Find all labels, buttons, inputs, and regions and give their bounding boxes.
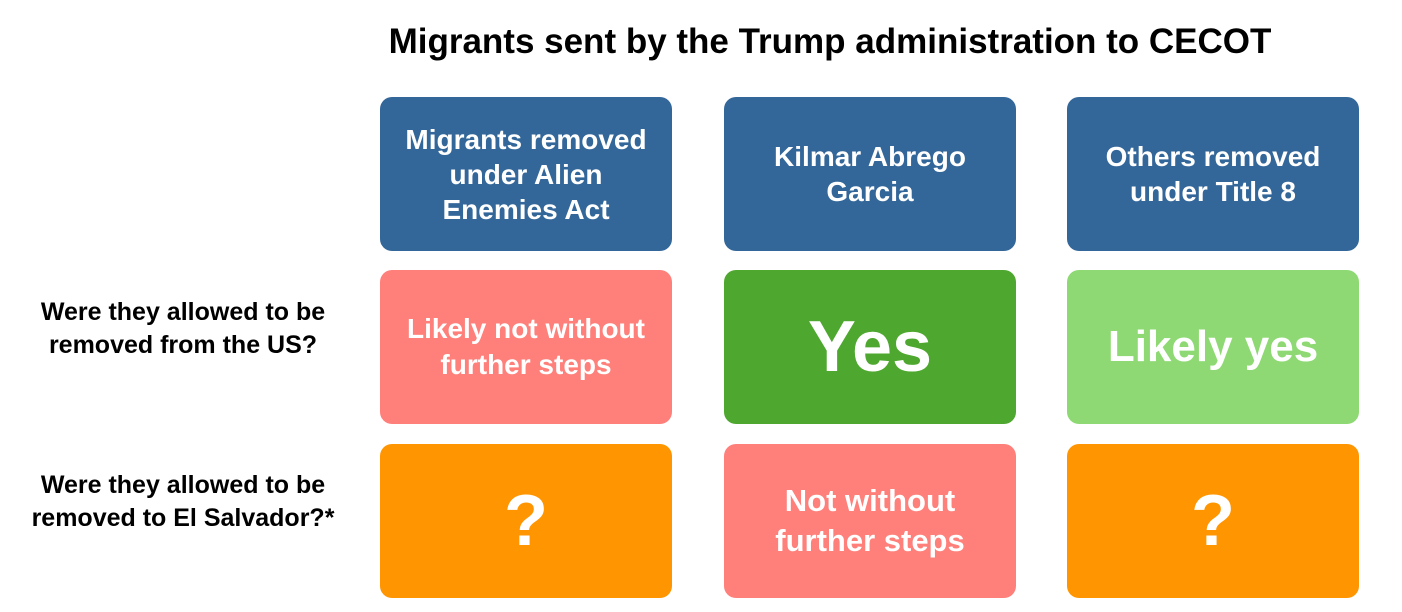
row-label-removed-from-us: Were they allowed to be removed from the… — [40, 298, 326, 359]
cell-text: Yes — [807, 307, 933, 387]
cell-kag-removed-from-us: Yes — [724, 270, 1016, 424]
cell-text: Likely yes — [1107, 322, 1319, 371]
cell-text: ? — [1191, 481, 1235, 561]
cell-aea-removed-from-us: Likely not without further steps — [380, 270, 672, 424]
row-label-removed-to-el-salvador: Were they allowed to be removed to El Sa… — [31, 471, 335, 532]
column-header-alien-enemies-act: Migrants removed under Alien Enemies Act — [380, 97, 672, 251]
column-header-label: Kilmar Abrego Garcia — [774, 141, 966, 207]
column-header-label: Migrants removed under Alien Enemies Act — [405, 123, 647, 225]
column-header-label: Others removed under Title 8 — [1105, 141, 1321, 207]
cell-text: Not without further steps — [775, 483, 965, 558]
cell-text: ? — [504, 481, 548, 561]
cell-title8-removed-from-us: Likely yes — [1067, 270, 1359, 424]
column-header-title-8: Others removed under Title 8 — [1067, 97, 1359, 251]
cell-title8-removed-to-el-salvador: ? — [1067, 444, 1359, 598]
cell-text: Likely not without further steps — [407, 313, 645, 380]
cell-aea-removed-to-el-salvador: ? — [380, 444, 672, 598]
diagram-title: Migrants sent by the Trump administratio… — [388, 22, 1272, 61]
cell-kag-removed-to-el-salvador: Not without further steps — [724, 444, 1016, 598]
column-header-kilmar-abrego-garcia: Kilmar Abrego Garcia — [724, 97, 1016, 251]
